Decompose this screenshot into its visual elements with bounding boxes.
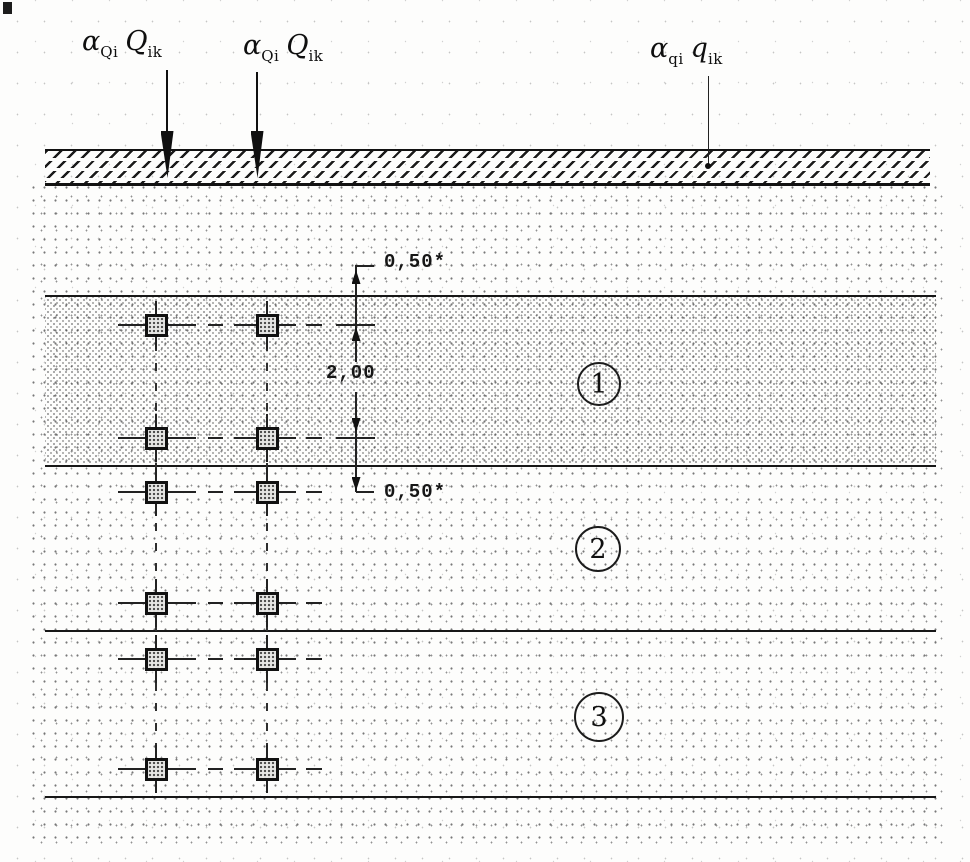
tandem-arrow-line-0 (166, 70, 168, 132)
wheel-contact-square (144, 647, 168, 671)
scan-artifact-mark (3, 2, 12, 14)
dimension-bracket-1 (356, 491, 374, 493)
alpha-subscript: Qi (261, 47, 280, 65)
dimension-arrow-up-1 (351, 270, 361, 284)
wheel-contact-square (144, 480, 168, 504)
dimension-arrow-down-1 (351, 418, 361, 432)
wheel-contact-square (255, 313, 279, 337)
load-symbol: Q (286, 30, 309, 61)
dimension-arrow-down-2 (351, 477, 361, 491)
wheel-contact-square (144, 757, 168, 781)
wheel-row-centerline-seg (306, 437, 322, 439)
wheel-contact-square (144, 313, 168, 337)
lane-3-circle: 3 (574, 692, 624, 742)
wheel-contact-square (255, 757, 279, 781)
wheel-contact-square (255, 480, 279, 504)
alpha-symbol: α (650, 33, 669, 64)
alpha-subscript: qi (668, 50, 684, 68)
tandem-load-label-2: αQi Qik (243, 30, 323, 65)
wheel-contact-square (255, 426, 279, 450)
lane-boundary-line-0 (45, 295, 936, 297)
dimension-label-middle: 2,00 (326, 362, 376, 384)
lane-boundary-line-1 (45, 465, 936, 467)
wheel-row-centerline-seg (306, 768, 322, 770)
wheel-row-centerline-seg (306, 491, 322, 493)
lane-1-number: 1 (590, 368, 608, 400)
load-subscript: ik (707, 50, 723, 68)
lane1-halftone-texture (45, 297, 936, 464)
dimension-bracket-0 (356, 265, 374, 267)
alpha-subscript: Qi (100, 43, 119, 61)
road-surface-hatched-strip (45, 149, 930, 186)
wheel-row-centerline-seg (306, 602, 322, 604)
lane-1-circle: 1 (577, 362, 621, 406)
wheel-column-centerline-1 (266, 303, 268, 792)
wheel-row-centerline-seg (208, 602, 223, 604)
wheel-row-centerline-seg (208, 324, 223, 326)
load-subscript: ik (308, 47, 324, 65)
lane-boundary-line-2 (45, 630, 936, 632)
wheel-row-centerline-seg (306, 658, 322, 660)
lane-2-number: 2 (589, 533, 607, 565)
dimension-arrow-up-2 (351, 327, 361, 341)
load-subscript: ik (147, 43, 163, 61)
lane-boundary-line-3 (45, 796, 936, 798)
wheel-contact-square (144, 591, 168, 615)
alpha-symbol: α (243, 30, 262, 61)
wheel-contact-square (144, 426, 168, 450)
tandem-load-label-1: αQi Qik (82, 26, 162, 61)
dimension-label-bottom: 0,50* (384, 481, 447, 503)
wheel-row-centerline-seg (208, 437, 223, 439)
wheel-column-centerline-0 (155, 303, 157, 792)
ground-stipple-texture (28, 181, 945, 845)
dimension-line-seg-0 (355, 265, 357, 362)
lane-3-number: 3 (590, 701, 608, 733)
dimension-line-seg-1 (355, 392, 357, 492)
tandem-arrow-line-1 (256, 72, 258, 132)
udl-leader-line (707, 76, 709, 165)
udl-point-dot (705, 163, 711, 169)
wheel-contact-square (255, 647, 279, 671)
dimension-label-top: 0,50* (384, 251, 447, 273)
wheel-row-centerline-seg (208, 768, 223, 770)
wheel-contact-square (255, 591, 279, 615)
alpha-symbol: α (82, 26, 101, 57)
wheel-row-centerline-seg (208, 491, 223, 493)
wheel-row-centerline-seg (306, 324, 322, 326)
load-symbol: Q (125, 26, 148, 57)
load-symbol: q (690, 33, 708, 64)
wheel-row-centerline-seg (208, 658, 223, 660)
lane-2-circle: 2 (575, 526, 621, 572)
